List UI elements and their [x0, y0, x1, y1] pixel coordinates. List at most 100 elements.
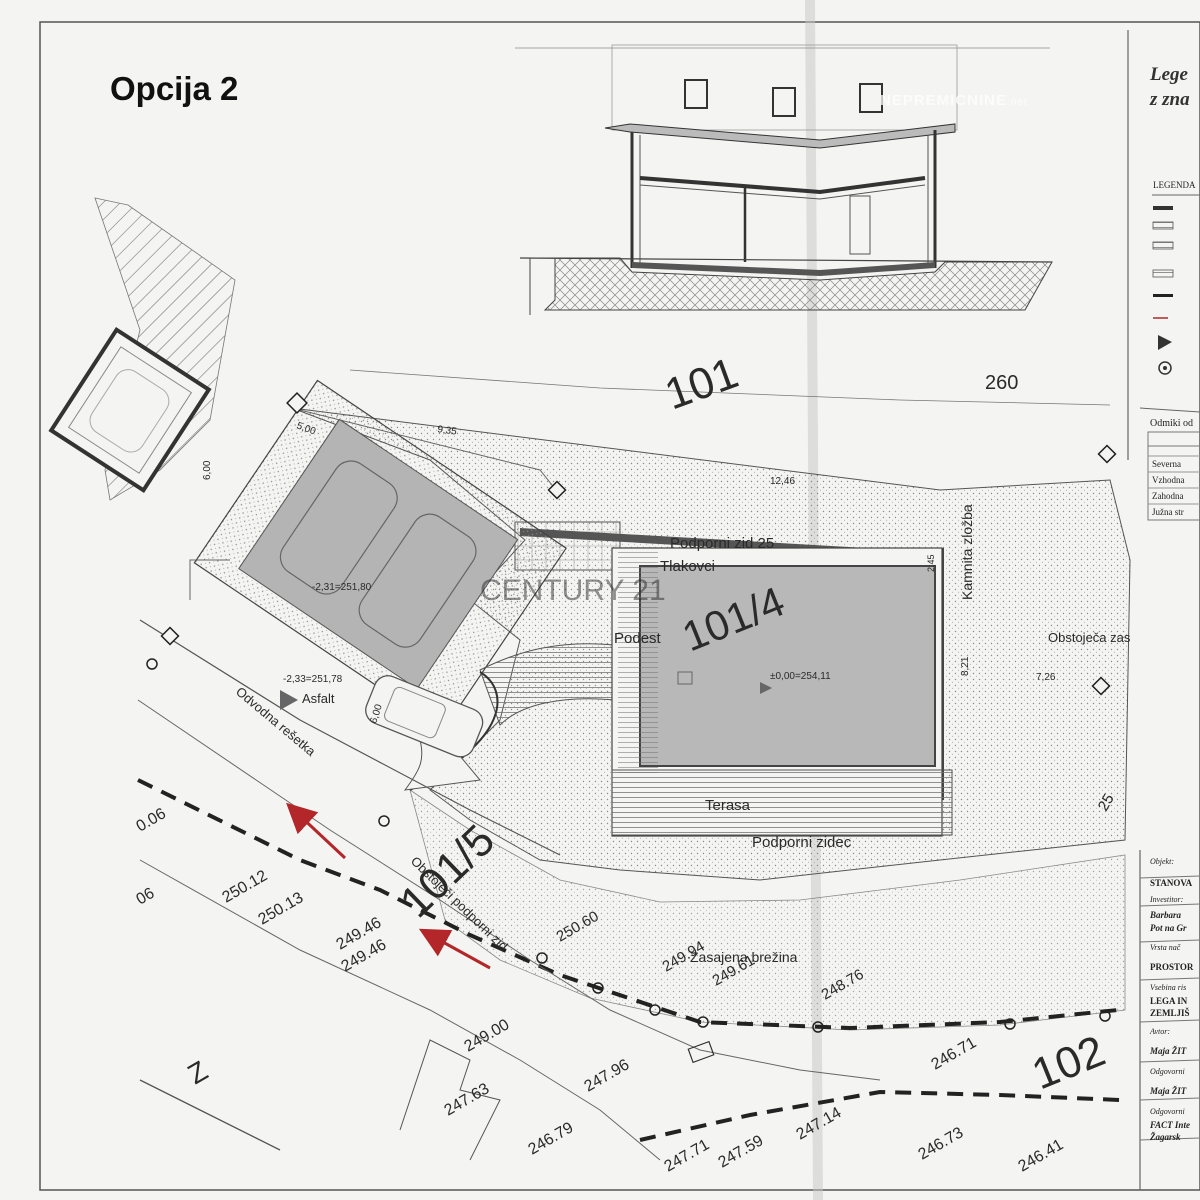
title-block-value: PROSTOR	[1150, 962, 1194, 972]
contour-line	[137, 699, 881, 1081]
watermark-main: NEPREMICNINE	[880, 92, 1008, 109]
title-block-label: Investitor:	[1149, 895, 1184, 904]
dimension-line	[349, 369, 1111, 406]
survey-circle	[697, 1016, 709, 1028]
elevation-label: -2,33=251,78	[283, 674, 343, 685]
parcel-boundary	[137, 778, 1119, 1031]
setback-row: Zahodna	[1152, 491, 1184, 501]
neighbor-building	[399, 1039, 501, 1161]
label-asphalt: Asfalt	[302, 691, 335, 706]
dimension-text: 6,00	[202, 460, 213, 480]
elevation-label: -2,31=251,80	[312, 582, 372, 593]
survey-point	[547, 480, 567, 500]
elevation-label: ±0,00=254,11	[770, 671, 831, 682]
label-planted-slope: Zasajena brežina	[690, 949, 798, 965]
dimension-text: 7,26	[1036, 672, 1056, 683]
title-block-value: Barbara	[1149, 910, 1182, 920]
survey-point-symbol	[1158, 361, 1172, 375]
dimension-text: 9,35	[437, 424, 458, 438]
setback-row: Južna str	[1152, 507, 1184, 517]
title-block-label: Odgovorni	[1150, 1067, 1185, 1076]
title-block-value: Pot na Gr	[1150, 923, 1187, 933]
setback-row: Severna	[1152, 459, 1181, 469]
faint-watermark: CENTURY 21	[480, 574, 666, 607]
manhole	[687, 1040, 715, 1064]
red-arrow	[418, 928, 491, 970]
label-paving: Tlakovci	[660, 558, 715, 575]
setbacks-header: Odmiki od	[1150, 418, 1193, 429]
car-outline	[358, 513, 477, 648]
setback-row: Vzhodna	[1152, 475, 1185, 485]
contour-line	[139, 859, 661, 1161]
legend-title-line2: z zna	[1150, 89, 1190, 110]
survey-point	[1091, 676, 1111, 696]
survey-circle	[378, 815, 390, 827]
title-block-value: Maja ŽIT	[1149, 1086, 1187, 1096]
parcel-boundary	[639, 1089, 1121, 1142]
title-block-label: Vrsta nač	[1150, 943, 1181, 952]
title-block-value: ZEMLJIŠ	[1150, 1008, 1190, 1018]
parking-slab	[193, 379, 567, 732]
dimension-text: 12,46	[770, 476, 795, 487]
spot-height: 06	[134, 885, 158, 909]
survey-point	[1097, 444, 1117, 464]
title-block-label: Odgovorni	[1150, 1107, 1185, 1116]
survey-circle	[592, 982, 604, 994]
label-stone-wall: Kamnita zložba	[959, 504, 975, 600]
survey-point	[160, 626, 180, 646]
building-elevation	[515, 44, 1053, 315]
label-retaining-wall: Podporni zid 25	[670, 535, 774, 552]
survey-point	[286, 392, 308, 414]
title-block-value: Maja ŽIT	[1149, 1046, 1187, 1056]
window	[859, 83, 883, 113]
dimension-text: 8,21	[960, 656, 971, 676]
title-block-label: Avtor:	[1149, 1027, 1170, 1036]
legend-label: LEGENDA	[1153, 180, 1196, 190]
carport	[48, 326, 212, 494]
title-block	[1139, 875, 1200, 1141]
level-marker	[760, 682, 772, 694]
label-existing: Obstoječa zas	[1048, 630, 1131, 645]
title-block-value: Žagarsk	[1149, 1132, 1181, 1142]
parcel-number: 260	[985, 372, 1018, 394]
legend-symbols	[1139, 194, 1200, 521]
label-podest: Podest	[614, 630, 662, 647]
survey-circle	[536, 952, 548, 964]
survey-circle	[812, 1021, 824, 1033]
legend-title: Lege z zna	[1150, 62, 1200, 112]
car-outline	[279, 460, 398, 595]
watermark: NEPREMICNINE.net	[880, 92, 1028, 109]
label-terrace: Terasa	[705, 797, 751, 814]
level-marker	[280, 690, 298, 710]
planted-slope	[409, 789, 1126, 1031]
window	[684, 79, 708, 109]
survey-circle	[1004, 1018, 1016, 1030]
watermark-suffix: .net	[1007, 97, 1028, 108]
title-block-label: Objekt:	[1150, 857, 1174, 866]
spot-height: 25	[1095, 791, 1118, 814]
sheet-border	[39, 21, 1200, 1191]
title-block-value: FACT Inte	[1149, 1120, 1190, 1130]
option-title: Opcija 2	[110, 70, 239, 107]
title-block-value: LEGA IN	[1150, 996, 1188, 1006]
house-footprint	[639, 565, 936, 767]
survey-circle	[1099, 1010, 1111, 1022]
legend-title-line1: Lege	[1150, 64, 1188, 85]
title-block-label: Vsebina ris	[1150, 983, 1186, 992]
survey-circle	[146, 658, 158, 670]
terrace	[611, 769, 953, 836]
label-podporni-zidec: Podporni zidec	[752, 834, 852, 851]
door	[849, 195, 871, 255]
north-marker	[677, 671, 693, 685]
level-marker-symbol	[1158, 335, 1172, 350]
road-edge	[139, 619, 561, 856]
survey-circle	[649, 1004, 661, 1016]
window	[772, 87, 796, 117]
car-on-drive	[365, 675, 484, 758]
title-block-value: STANOVA	[1150, 878, 1193, 888]
dimension-text: 2,45	[926, 554, 936, 572]
north-axis-line	[139, 1079, 281, 1151]
red-arrow	[286, 802, 347, 860]
podest-steps	[618, 545, 658, 775]
